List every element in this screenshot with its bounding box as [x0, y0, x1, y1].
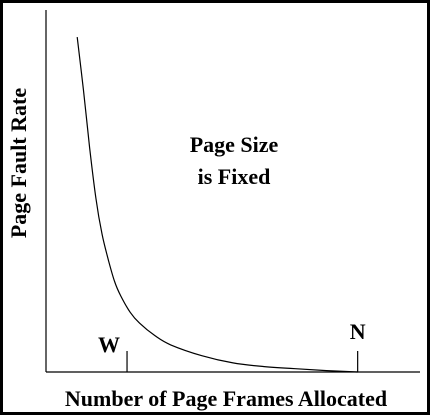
annotation-line-2: is Fixed	[198, 164, 271, 189]
tick-label-w: W	[98, 332, 120, 357]
page-fault-curve	[76, 37, 358, 373]
tick-label-n: N	[350, 319, 366, 344]
annotation-line-1: Page Size	[190, 132, 279, 157]
y-axis-label: Page Fault Rate	[6, 88, 31, 239]
x-axis-label: Number of Page Frames Allocated	[65, 386, 387, 411]
